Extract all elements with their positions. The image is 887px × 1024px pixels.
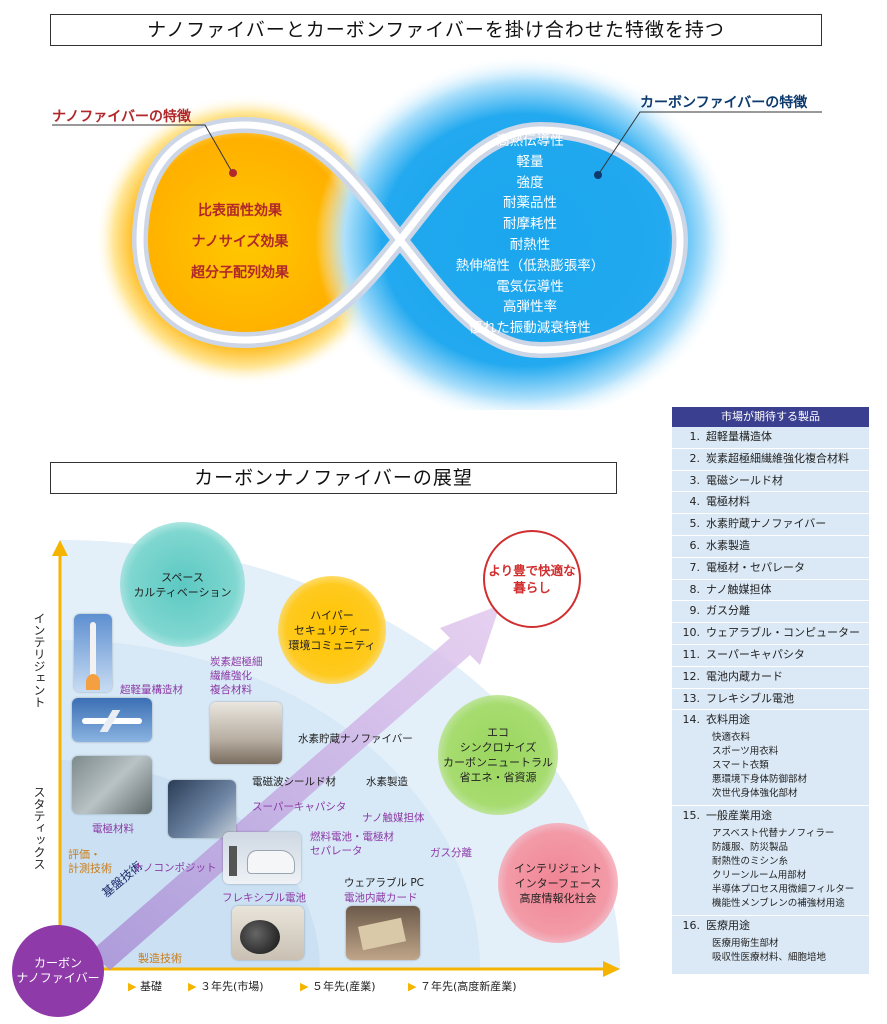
rocket-photo [74,614,112,692]
nano-feature: 比表面性効果 [198,203,282,219]
x-axis-arrowhead [603,961,620,977]
x-tick-5yr: ▶ ５年先(産業) [300,980,376,993]
label-gas: ガス分離 [430,847,472,859]
carbon-feature: 優れた振動減衰特性 [469,320,591,337]
hyper-circle: ハイパー セキュリティー 環境コミュニティ [278,576,386,684]
tick-arrow-icon: ▶ [128,980,140,993]
list-item: 4.電極材料 [672,492,869,515]
card-photo [346,906,420,960]
list-item: 9.ガス分離 [672,601,869,624]
top-title: ナノファイバーとカーボンファイバーを掛け合わせた特徴を持つ [50,14,822,46]
carbon-feature: 電気伝導性 [496,278,564,295]
label-manufacturing: 製造技術 [138,952,182,965]
sub-list: アスベスト代替ナノフィラー 防護服、防災製品 耐熱性のミシン糸 クリーンルーム用… [712,827,855,909]
list-item: 8.ナノ触媒担体 [672,580,869,602]
carbon-feature: 耐薬品性 [503,195,557,212]
x-tick-basic: ▶ 基礎 [128,980,162,993]
origin-circle: カーボン ナノファイバー [12,925,104,1017]
carbon-feature: 高弾性率 [503,299,557,316]
nano-feature-list: 比表面性効果 ナノサイズ効果 超分子配列効果 [165,196,315,289]
label-ccard: 電池内蔵カード [344,892,418,904]
worker-photo [168,780,236,838]
tick-arrow-icon: ▶ [408,980,420,993]
list-item: 16.医療用途 [682,918,751,932]
infinity-diagram [52,55,822,410]
nano-leader [52,124,233,173]
label-fuelcell: 燃料電池・電極材 セパレータ [310,831,394,857]
list-item: 7.電極材・セパレータ [672,558,869,580]
sub-list: 医療用衛生部材 吸収性医療材料、細胞培地 [712,937,827,963]
list-item: 1.超軽量構造体 [672,427,869,449]
carbon-feature: 高熱伝導性 [496,133,564,149]
label-h2prod: 水素製造 [366,776,408,788]
nano-feature: 超分子配列効果 [191,265,289,281]
carbon-feature-list: 高熱伝導性 軽量 強度 耐薬品性 耐摩耗性 耐熱性 熱伸縮性（低熱膨張率） 電気… [440,131,620,339]
goal-circle: より豊で快適な 暮らし [483,530,581,628]
y-axis-upper-label: インテリジェント [32,612,46,708]
roadmap-title: カーボンナノファイバーの展望 [50,462,617,494]
label-eval: 評価・ 計測技術 [68,848,112,875]
space-circle: スペース カルティベーション [120,522,245,647]
label-flexbat: フレキシブル電池 [222,892,306,904]
ev-car-photo [223,832,301,884]
carbon-leader [597,111,822,176]
factory-photo [72,756,152,814]
list-group-industry: 15.一般産業用途 アスベスト代替ナノフィラー 防護服、防災製品 耐熱性のミシン… [672,806,869,916]
list-item: 11.スーパーキャパシタ [672,645,869,667]
y-axis-arrowhead [52,540,68,556]
x-tick-7yr: ▶ ７年先(高度新産業) [408,980,517,993]
tick-arrow-icon: ▶ [188,980,200,993]
market-panel: 市場が期待する製品 1.超軽量構造体 2.炭素超極細繊維強化複合材料 3.電磁シ… [672,407,869,974]
label-electrode: 電極材料 [92,823,134,835]
x-tick-3yr: ▶ ３年先(市場) [188,980,264,993]
battery-photo [232,906,304,960]
carbon-feature: 耐熱性 [509,236,551,253]
list-item: 3.電磁シールド材 [672,471,869,493]
intel-circle: インテリジェント インターフェース 高度情報化社会 [498,823,618,943]
list-item: 2.炭素超極細繊維強化複合材料 [672,449,869,471]
foundation-arrow [90,605,500,970]
label-nanocomp: ナノコンポジット [133,862,217,874]
carbon-feature: 強度 [516,174,544,191]
market-header: 市場が期待する製品 [672,407,869,427]
carbon-feature: 熱伸縮性（低熱膨張率） [455,257,605,274]
list-item: 14.衣料用途 [682,713,751,727]
label-hydrogen-nf: 水素貯蔵ナノファイバー [298,733,413,745]
interior-photo [210,702,282,764]
carbon-feature: 耐摩耗性 [503,216,557,233]
nano-heading: ナノファイバーの特徴 [52,109,192,125]
list-item: 10.ウェアラブル・コンピューター [672,623,869,645]
eco-circle: エコ シンクロナイズ カーボンニュートラル 省エネ・省資源 [438,695,558,815]
list-item: 6.水素製造 [672,536,869,558]
label-emshield: 電磁波シールド材 [252,776,336,788]
label-supercap: スーパーキャパシタ [252,801,347,813]
label-ultralight: 超軽量構造材 [120,684,183,696]
carbon-heading: カーボンファイバーの特徴 [640,95,808,111]
airplane-photo [72,698,152,742]
list-group-medical: 16.医療用途 医療用衛生部材 吸収性医療材料、細胞培地 [672,916,869,969]
nano-dot [229,169,237,177]
list-group-clothing: 14.衣料用途 快適衣料 スポーツ用衣料 スマート衣類 悪環境下身体防御部材 次… [672,710,869,807]
list-item: 12.電池内蔵カード [672,667,869,689]
y-axis-lower-label: スタティックス [32,786,46,870]
tick-arrow-icon: ▶ [300,980,312,993]
nano-feature: ナノサイズ効果 [191,234,289,250]
list-item: 15.一般産業用途 [682,809,773,823]
carbon-dot [594,171,602,179]
carbon-feature: 軽量 [516,153,544,170]
list-item: 13.フレキシブル電池 [672,689,869,711]
list-item: 5.水素貯蔵ナノファイバー [672,514,869,536]
label-wearable: ウェアラブル PC [344,877,425,889]
sub-list: 快適衣料 スポーツ用衣料 スマート衣類 悪環境下身体防御部材 次世代身体強化部材 [712,732,808,800]
label-composite: 炭素超極細 繊維強化 複合材料 [210,656,263,696]
label-catalyst: ナノ触媒担体 [362,812,425,824]
